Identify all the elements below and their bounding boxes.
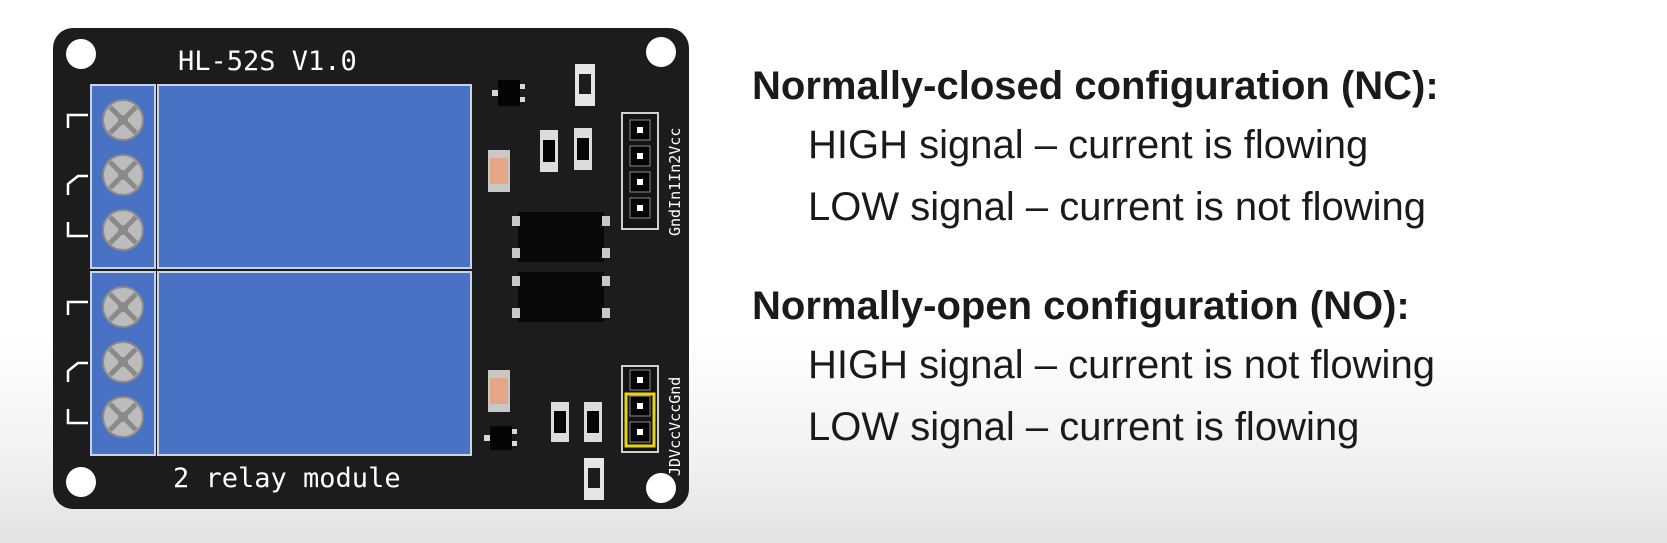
no-line-low: LOW signal – current is flowing	[808, 405, 1360, 449]
screw-terminal	[102, 154, 144, 196]
optocoupler	[512, 212, 610, 262]
relay-2	[157, 271, 472, 456]
relay-module-diagram: HL-52S V1.0	[53, 28, 689, 509]
smd-transistor	[492, 80, 525, 106]
mounting-hole	[646, 37, 676, 67]
screw-terminal	[102, 99, 144, 141]
switch-symbol	[66, 300, 88, 425]
no-section: Normally-open configuration (NO): HIGH s…	[752, 278, 1652, 458]
pin-label-power: JDVccVccGnd	[666, 377, 684, 476]
nc-section: Normally-closed configuration (NC): HIGH…	[752, 58, 1652, 238]
nc-heading: Normally-closed configuration (NC):	[752, 64, 1439, 108]
smd-led	[488, 150, 510, 192]
mounting-hole	[66, 39, 96, 69]
board-model-label: HL-52S V1.0	[178, 46, 357, 77]
mounting-hole	[646, 473, 676, 503]
smd-resistor	[540, 130, 558, 172]
screw-terminal	[102, 396, 144, 438]
smd-resistor	[574, 128, 592, 170]
nc-line-high: HIGH signal – current is flowing	[808, 123, 1369, 167]
no-heading: Normally-open configuration (NO):	[752, 284, 1410, 328]
pin-label-input: GndIn1In2Vcc	[666, 128, 684, 236]
optocoupler	[512, 272, 610, 322]
smd-resistor	[584, 402, 602, 442]
smd-resistor	[551, 402, 569, 442]
jumper-cap	[624, 392, 656, 448]
relay-1	[157, 84, 472, 269]
mounting-hole	[66, 467, 96, 497]
smd-resistor	[575, 64, 595, 106]
switch-symbol	[66, 113, 88, 238]
smd-led	[488, 370, 510, 412]
pin-header-power	[621, 365, 659, 453]
pin-header-input	[621, 112, 659, 230]
no-line-high: HIGH signal – current is not flowing	[808, 343, 1435, 387]
screw-terminal	[102, 209, 144, 251]
smd-resistor	[584, 458, 604, 500]
screw-terminal	[102, 286, 144, 328]
nc-line-low: LOW signal – current is not flowing	[808, 185, 1427, 229]
board-caption: 2 relay module	[173, 463, 401, 494]
configuration-info: Normally-closed configuration (NC): HIGH…	[752, 58, 1652, 458]
smd-transistor	[484, 426, 517, 450]
screw-terminal	[102, 341, 144, 383]
